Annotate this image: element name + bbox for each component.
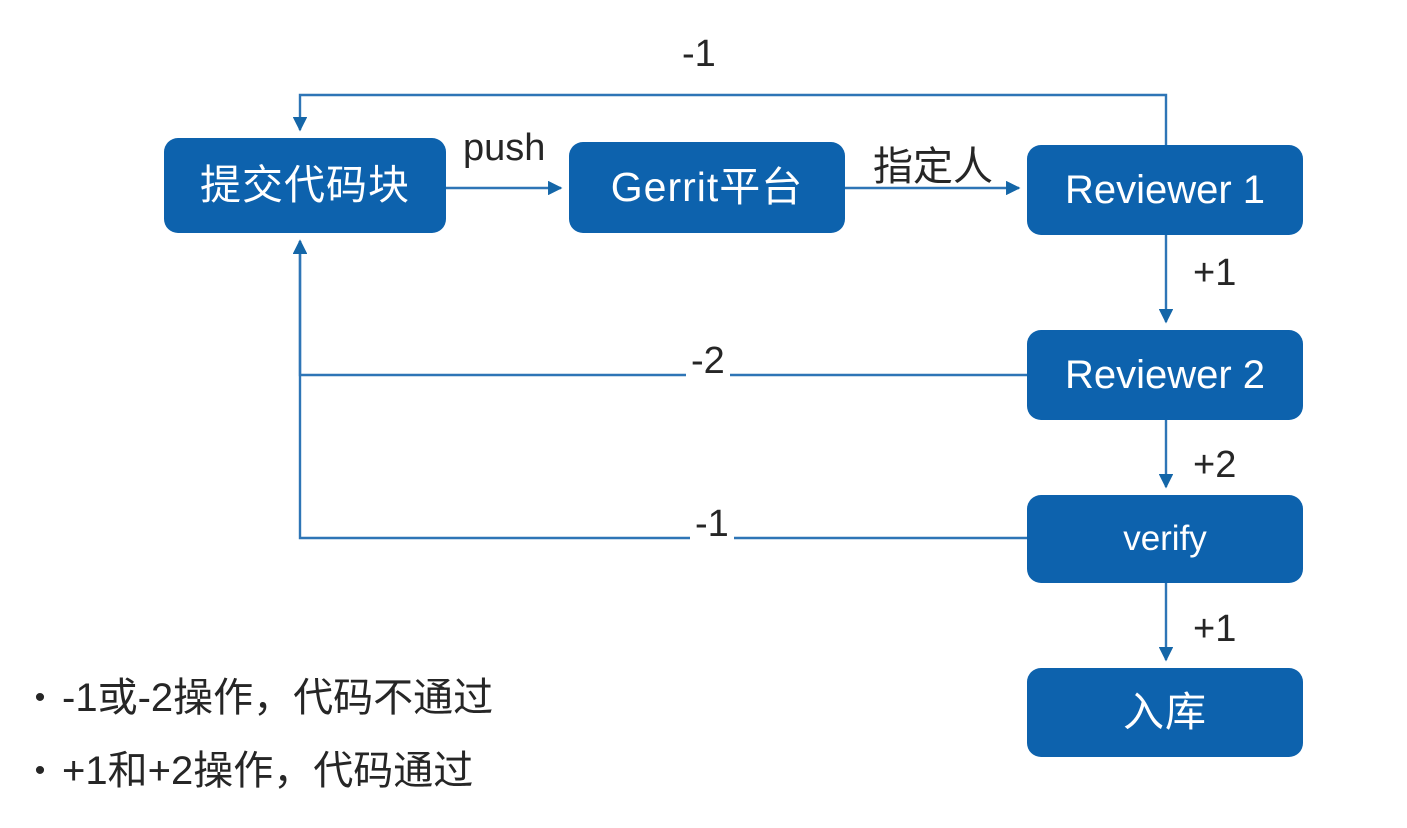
node-warehouse[interactable]: 入库 bbox=[1027, 668, 1303, 757]
connector-r2-reject bbox=[292, 239, 1027, 377]
node-submit-label: 提交代码块 bbox=[200, 161, 410, 208]
node-gerrit[interactable]: Gerrit平台 bbox=[569, 142, 845, 233]
connector-v-reject bbox=[292, 239, 1027, 540]
node-gerrit-label: Gerrit平台 bbox=[610, 163, 804, 210]
node-verify[interactable]: verify bbox=[1027, 495, 1303, 583]
connector-r1-reject bbox=[292, 93, 1168, 145]
list-item: • +1和+2操作，代码通过 bbox=[18, 745, 718, 818]
edge-label-r1-reject: -1 bbox=[677, 33, 721, 76]
list-item: • -1或-2操作，代码不通过 bbox=[18, 672, 718, 745]
edge-label-v-reject: -1 bbox=[690, 503, 734, 546]
bullet-text: +1和+2操作，代码通过 bbox=[62, 749, 474, 793]
bullet-text: -1或-2操作，代码不通过 bbox=[62, 676, 494, 720]
node-warehouse-label: 入库 bbox=[1123, 688, 1207, 735]
bullet-marker-icon: • bbox=[34, 754, 46, 787]
edge-label-push: push bbox=[463, 127, 546, 169]
edge-label-v-approve: +1 bbox=[1193, 608, 1237, 650]
edge-label-r2-reject: -2 bbox=[686, 340, 730, 383]
node-reviewer2-label: Reviewer 2 bbox=[1064, 353, 1266, 397]
edge-label-assign: 指定人 bbox=[873, 145, 993, 189]
node-reviewer2[interactable]: Reviewer 2 bbox=[1027, 330, 1303, 420]
bullet-marker-icon: • bbox=[34, 681, 46, 714]
edge-label-r2-approve: +2 bbox=[1193, 444, 1237, 486]
node-reviewer1[interactable]: Reviewer 1 bbox=[1027, 145, 1303, 235]
edge-label-r1-approve: +1 bbox=[1193, 252, 1237, 294]
node-verify-label: verify bbox=[1123, 518, 1207, 558]
node-reviewer1-label: Reviewer 1 bbox=[1064, 168, 1266, 212]
node-submit[interactable]: 提交代码块 bbox=[164, 138, 446, 233]
bullet-list: • -1或-2操作，代码不通过 • +1和+2操作，代码通过 bbox=[18, 672, 718, 818]
